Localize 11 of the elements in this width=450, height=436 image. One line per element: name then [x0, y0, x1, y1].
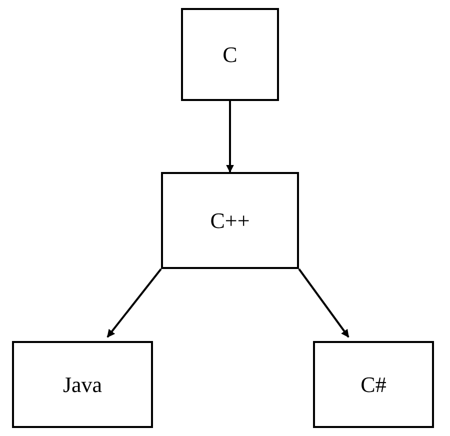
- arrow: [226, 101, 234, 173]
- language-label: Java: [62, 372, 102, 398]
- language-box: [161, 172, 299, 269]
- language-box: [313, 341, 434, 428]
- language-label: C#: [360, 372, 386, 398]
- language-box: [12, 341, 153, 428]
- arrow: [106, 268, 162, 338]
- arrow: [298, 268, 350, 338]
- language-box: [181, 8, 279, 101]
- language-label: C++: [210, 208, 250, 234]
- language-label: C: [222, 42, 238, 68]
